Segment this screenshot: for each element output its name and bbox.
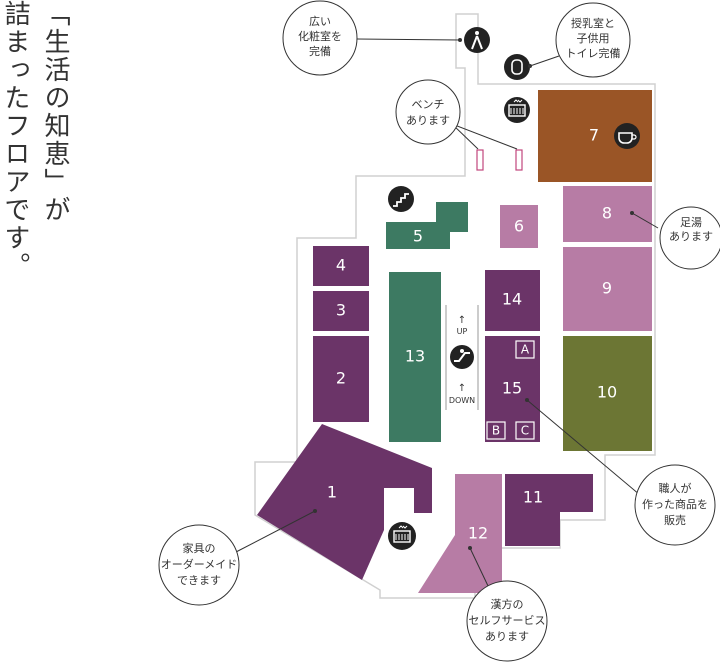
callout-kampo-line-3: あります [485,630,529,643]
callout-bench-bubble [395,79,461,145]
shop-11[interactable] [505,474,593,546]
nursing-room-icon[interactable] [504,54,530,80]
shop-6[interactable] [500,205,538,248]
shop-10-number: 10 [597,383,617,402]
callout-restroom-line-1: 広い [309,15,331,28]
callout-dot-kampo [468,546,472,550]
escalator-down-arrow: ↑ [458,383,466,394]
escalator-icon[interactable] [450,345,474,369]
callout-craftsman-line-2: 作った商品を [642,497,708,511]
callout-craftsman-line-3: 販売 [664,514,686,527]
page-heading-line-2: 詰まったフロアです。 [0,0,30,280]
escalator-down-label: DOWN [449,396,475,405]
shop-9-number: 9 [602,279,612,298]
callout-dot-restroom [458,38,462,42]
shop-12[interactable] [418,474,502,593]
elevator-icon[interactable] [504,97,530,123]
callout-bench-line-2: あります [406,114,450,127]
callout-craftsman-bubble [634,464,716,546]
shop-3-number: 3 [336,301,346,320]
shop-7-number: 7 [589,126,599,145]
shop-5-number: 5 [413,227,423,246]
callout-furniture-line-1: 家具の [183,541,216,555]
callout-dot-nursing [528,64,532,68]
cafe-icon [614,123,640,149]
shop-3[interactable] [313,291,369,331]
callout-dot-footbath [630,211,634,215]
shop-12-number: 12 [468,524,488,543]
callout-dot-craftsman [525,398,529,402]
escalator-up-arrow: ↑ [458,315,466,326]
shop-8[interactable] [563,186,652,242]
callout-furniture-line-3: できます [177,574,221,587]
shop-2-number: 2 [336,369,346,388]
bench-marker-icon [476,149,484,171]
shop-1-number: 1 [327,483,337,502]
callout-kampo-line-1: 漢方の [491,597,524,611]
bench-marker-icon-2 [515,149,523,171]
shop-15-number: 15 [502,379,522,398]
shop-13[interactable] [389,272,441,442]
callout-nursing-line-1: 授乳室と [571,16,615,30]
callout-footbath-line-1: 足湯 [680,216,702,229]
shop-13-number: 13 [405,347,425,366]
callout-restroom-line-3: 完備 [309,44,331,58]
escalator-up-label: UP [457,327,468,336]
callout-bench-line-1: ベンチ [412,98,445,111]
page-heading-line-1: 「生活の知恵」が [40,0,70,224]
callout-lines [235,38,659,589]
shop-4-number: 4 [336,256,346,275]
badge-a: A [521,343,530,357]
shop-9[interactable] [563,247,652,331]
shop-14[interactable] [485,270,540,331]
shop-1[interactable] [257,424,432,580]
badge-b: B [492,424,500,438]
callout-furniture-line-2: オーダーメイド [161,557,238,571]
shop-6-number: 6 [514,217,524,236]
callout-kampo-line-2: セルフサービス [469,614,546,627]
shop-5[interactable] [386,202,468,249]
callout-kampo-bubble [466,580,548,662]
callout-footbath-bubble [659,206,720,270]
shop-14-number: 14 [502,290,522,309]
callout-nursing-bubble [555,2,631,78]
callout-craftsman-line-1: 職人が [659,481,692,495]
badge-c-box [515,421,535,440]
callout-nursing-line-3: トイレ完備 [566,46,621,60]
shop-8-number: 8 [602,204,612,223]
callout-restroom-bubble [282,0,358,76]
restroom-icon[interactable] [464,27,490,53]
callout-furniture-bubble [158,524,240,606]
callout-restroom-line-2: 化粧室を [298,29,342,43]
shop-2[interactable] [313,336,369,422]
callout-footbath-line-2: あります [669,230,713,243]
shop-4[interactable] [313,246,369,286]
callout-nursing-line-2: 子供用 [577,31,610,45]
badge-c: C [521,424,529,438]
elevator-icon-lower[interactable] [388,522,416,550]
callout-dot-furniture [313,509,317,513]
shop-11-number: 11 [523,488,543,507]
badge-a-box [515,340,535,359]
stairs-icon[interactable] [388,186,414,212]
badge-b-box [486,421,506,440]
shop-10[interactable] [563,336,652,451]
shop-15[interactable] [485,336,540,442]
